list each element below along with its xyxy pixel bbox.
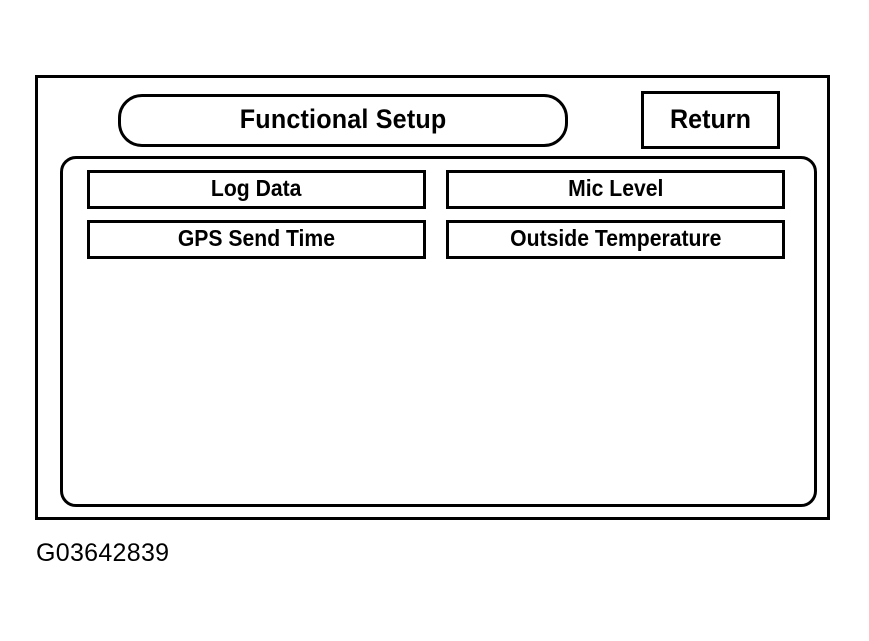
menu-row: GPS Send Time Outside Temperature — [87, 220, 792, 259]
menu-item-label: Mic Level — [567, 175, 664, 201]
menu-panel: Log Data Mic Level GPS Send Time Outside… — [60, 156, 817, 507]
page-title: Functional Setup — [239, 104, 447, 134]
return-button[interactable]: Return — [641, 91, 780, 149]
menu-item-log-data[interactable]: Log Data — [87, 170, 426, 209]
screen-title-plate: Functional Setup — [118, 94, 568, 147]
menu-item-mic-level[interactable]: Mic Level — [446, 170, 785, 209]
menu-item-label: GPS Send Time — [177, 225, 336, 251]
screen-frame: Functional Setup Return Log Data Mic Lev… — [35, 75, 830, 520]
menu-item-outside-temperature[interactable]: Outside Temperature — [446, 220, 785, 259]
menu-item-label: Log Data — [211, 175, 302, 201]
menu-grid: Log Data Mic Level GPS Send Time Outside… — [87, 170, 792, 259]
figure-caption: G03642839 — [36, 539, 170, 567]
menu-item-label: Outside Temperature — [509, 225, 722, 251]
return-button-label: Return — [670, 103, 751, 134]
menu-item-gps-send-time[interactable]: GPS Send Time — [87, 220, 426, 259]
menu-row: Log Data Mic Level — [87, 170, 792, 209]
